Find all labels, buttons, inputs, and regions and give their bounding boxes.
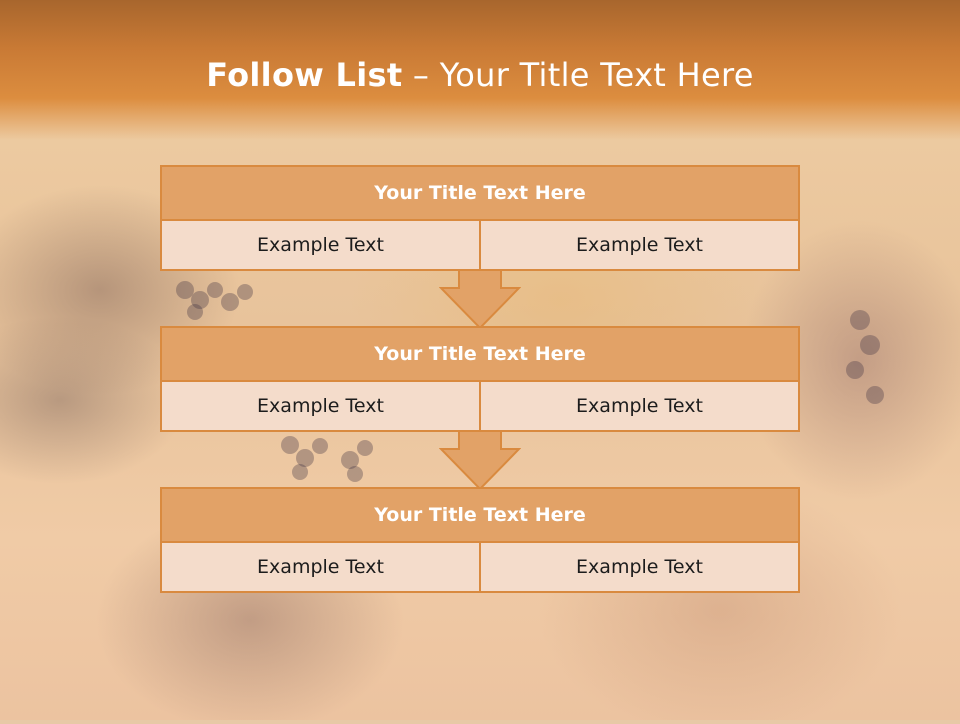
step-2-row: Example Text Example Text	[160, 382, 800, 432]
title-bar	[0, 0, 960, 140]
slide-title-rest: – Your Title Text Here	[402, 56, 754, 94]
down-arrow-icon	[439, 270, 521, 330]
step-2-right-text: Example Text	[479, 382, 798, 430]
step-3-row: Example Text Example Text	[160, 543, 800, 593]
step-1-row: Example Text Example Text	[160, 221, 800, 271]
step-1-title: Your Title Text Here	[160, 165, 800, 221]
step-1: Your Title Text Here Example Text Exampl…	[160, 165, 800, 271]
step-3-right-text: Example Text	[479, 543, 798, 591]
step-2-left-text: Example Text	[257, 395, 384, 417]
step-1-left-text: Example Text	[257, 234, 384, 256]
step-1-right-text: Example Text	[479, 221, 798, 269]
slide-title-bold: Follow List	[206, 56, 403, 94]
slide-title: Follow List – Your Title Text Here	[0, 56, 960, 94]
step-3: Your Title Text Here Example Text Exampl…	[160, 487, 800, 593]
step-2-title: Your Title Text Here	[160, 326, 800, 382]
down-arrow-icon	[439, 431, 521, 491]
step-3-title: Your Title Text Here	[160, 487, 800, 543]
step-3-left-text: Example Text	[257, 556, 384, 578]
step-2: Your Title Text Here Example Text Exampl…	[160, 326, 800, 432]
